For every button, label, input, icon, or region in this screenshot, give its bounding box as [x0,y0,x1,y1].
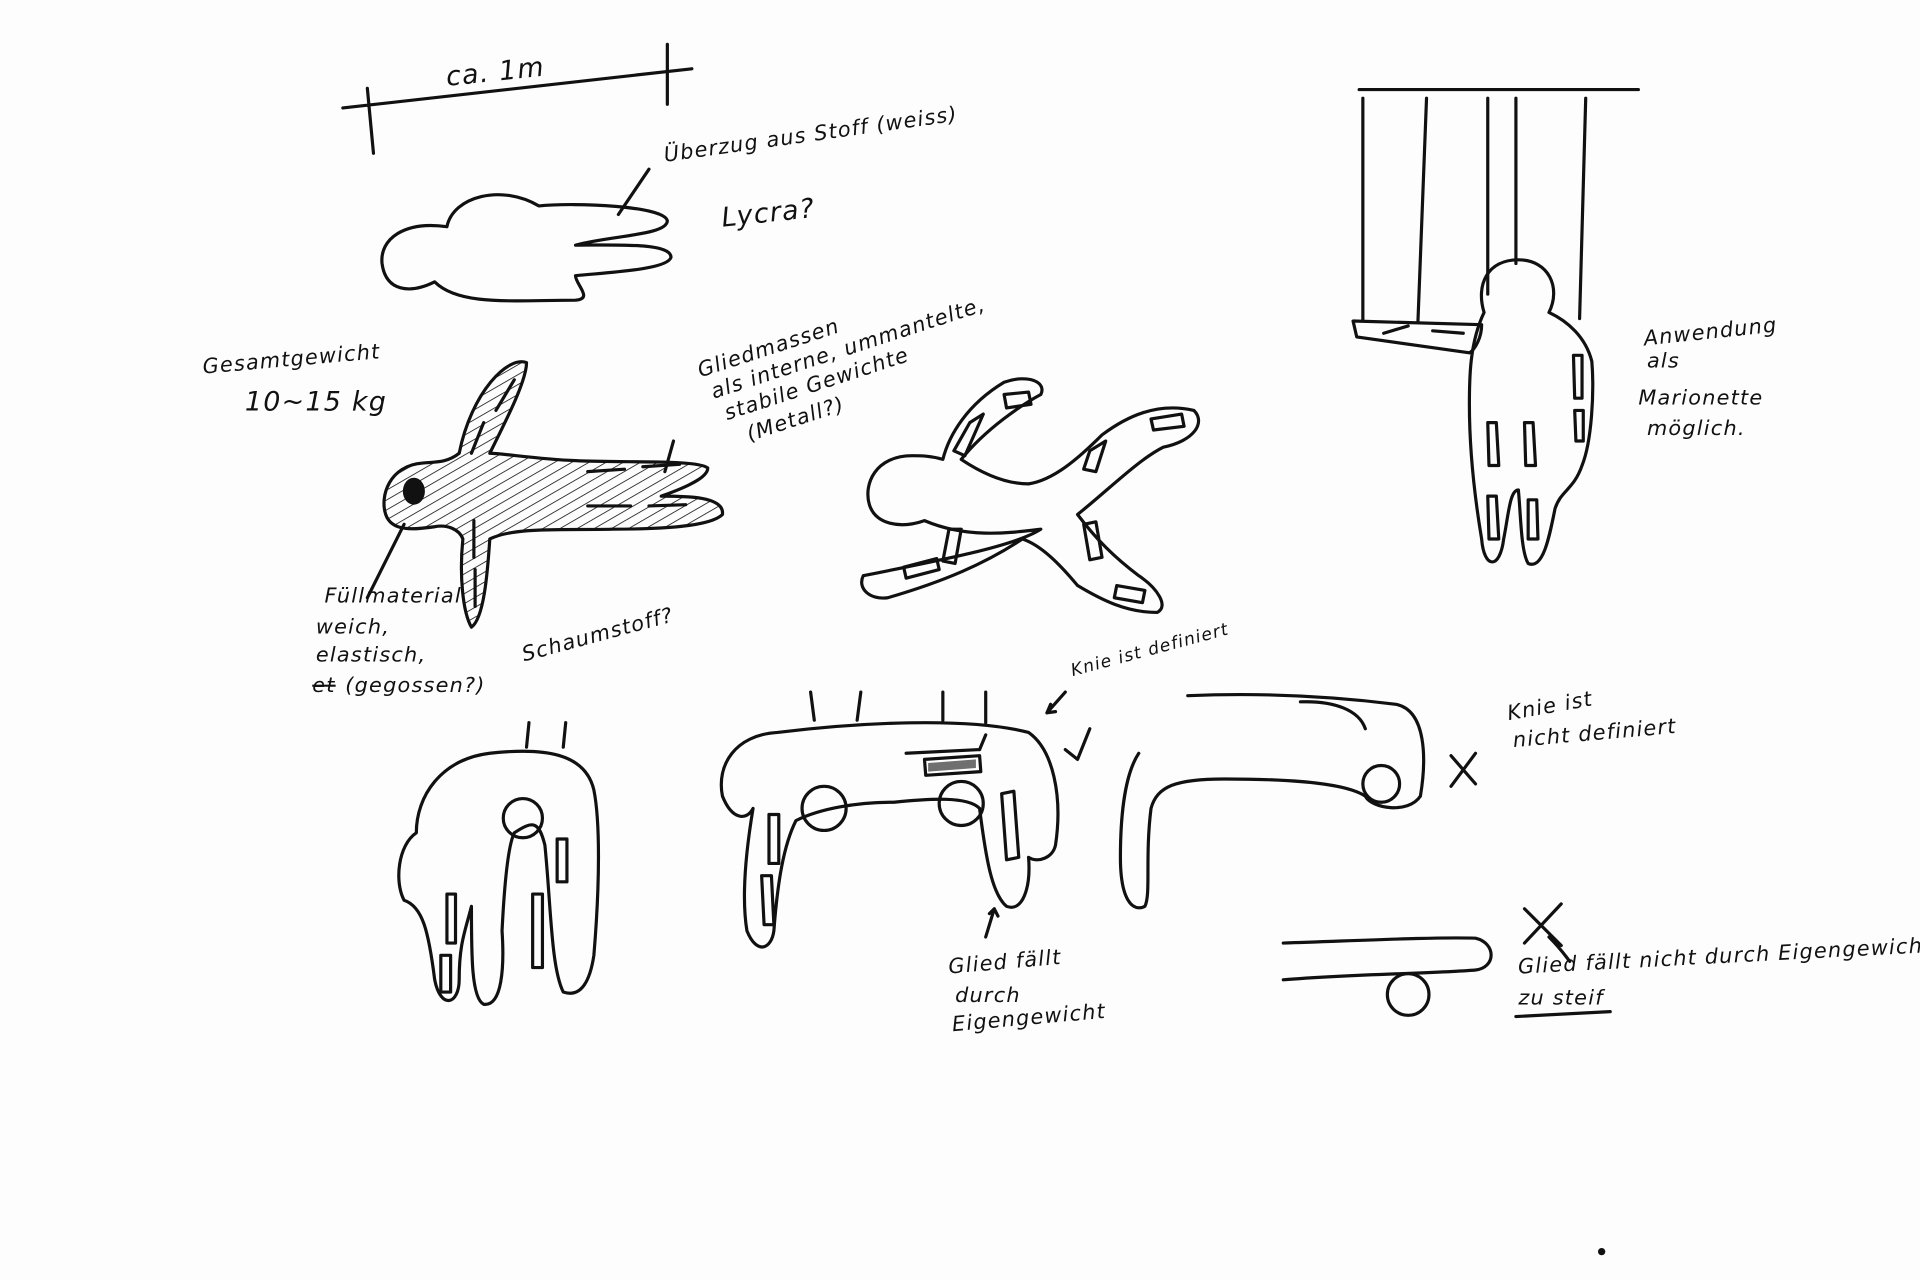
marionette-figure [1351,87,1640,566]
foam-label: Schaumstoff? [519,603,676,667]
filling-line: elastisch, [316,642,426,666]
ink-speck [1597,1247,1606,1256]
cover-label: Überzug aus Stoff (weiss) [662,101,959,167]
stiff-limb: Glied fällt nicht durch Eigengewicht zu … [1281,902,1920,1019]
cover-question: Lycra? [720,193,817,234]
marionette-line: Marionette [1638,385,1763,409]
marionette-line: möglich. [1647,416,1746,440]
outline-figure [860,377,1201,615]
filling-annotation: Füllmaterial weich, elastisch, et (gegos… [312,584,676,697]
lifted-figure-right: Knie ist nicht definiert [1118,686,1678,910]
hanging-figure-left [397,721,601,1006]
falls-line: durch [955,983,1021,1007]
weight-value: 10~15 kg [245,386,387,417]
stiff-line2: zu steif [1517,985,1605,1009]
filling-struck: et [312,673,335,697]
hatched-figure [365,360,725,629]
falls-annotation: Glied fällt durch Eigengewicht [947,907,1107,1036]
scale-bar: ca. 1m [341,42,694,155]
cover-figure: Überzug aus Stoff (weiss) Lycra? [380,101,959,303]
marionette-line: als [1647,349,1680,373]
knee-undefined-line1: Knie ist [1505,686,1594,725]
knee-defined-label: Knie ist definiert [1069,619,1231,680]
filling-line: (gegossen?) [345,673,485,697]
falls-line: Glied fällt [947,945,1062,979]
weight-title: Gesamtgewicht [202,339,382,378]
filling-line: weich, [316,614,390,638]
filling-line: Füllmaterial [324,584,461,608]
marionette-line: Anwendung [1641,313,1779,351]
knee-defined-annotation: Knie ist definiert [1045,619,1231,761]
hanging-figure-center [719,690,1060,949]
stiff-line1: Glied fällt nicht durch Eigengewicht [1517,933,1920,979]
marionette-annotation: Anwendung als Marionette möglich. [1638,313,1778,440]
